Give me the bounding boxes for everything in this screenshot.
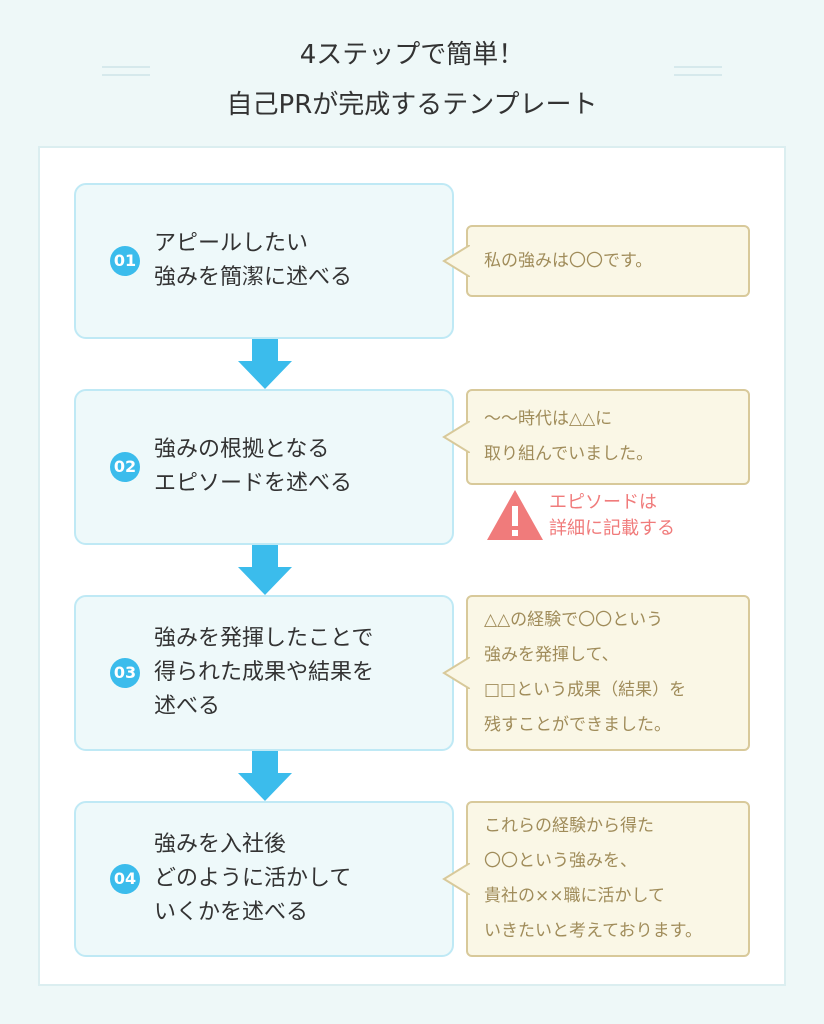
exclamation-triangle-icon (487, 490, 543, 540)
step-4-box: 04 強みを入社後 どのように活かして いくかを述べる (74, 801, 454, 957)
step-2-box: 02 強みの根拠となる エピソードを述べる (74, 389, 454, 545)
step-3-box: 03 強みを発揮したことで 得られた成果や結果を 述べる (74, 595, 454, 751)
step-number-badge: 04 (110, 864, 140, 894)
speech-tail (442, 421, 470, 453)
warning-text: エピソードは 詳細に記載する (549, 492, 675, 539)
example-bubble-3: △△の経験で〇〇という 強みを発揮して、 □□という成果（結果）を 残すことがで… (442, 595, 750, 751)
example-text: 私の強みは〇〇です。 (484, 250, 653, 271)
example-bubble-4: これらの経験から得た 〇〇という強みを、 貴社の××職に活かして いきたいと考え… (442, 801, 750, 957)
step-number-badge: 03 (110, 658, 140, 688)
step-text: 強みを入社後 どのように活かして いくかを述べる (154, 832, 352, 925)
page-title: 4ステップで簡単！ 自己PRが完成するテンプレート (0, 30, 824, 130)
speech-tail (442, 863, 470, 895)
step-text: 強みを発揮したことで 得られた成果や結果を 述べる (154, 626, 375, 719)
step-text: 強みの根拠となる エピソードを述べる (154, 437, 353, 496)
arrow-down-icon (238, 751, 292, 801)
arrow-down-icon (238, 545, 292, 595)
example-text: ～～時代は△△に 取り組んでいました。 (484, 409, 654, 464)
step-text: アピールしたい 強みを簡潔に述べる (154, 231, 353, 290)
example-text: △△の経験で〇〇という 強みを発揮して、 □□という成果（結果）を 残すことがで… (484, 610, 687, 735)
decorative-lines-right (674, 66, 722, 76)
title-line-2: 自己PRが完成するテンプレート (226, 90, 598, 120)
step-1-box: 01 アピールしたい 強みを簡潔に述べる (74, 183, 454, 339)
speech-tail (442, 657, 470, 689)
example-bubble-1: 私の強みは〇〇です。 (442, 225, 750, 297)
arrow-down-icon (238, 339, 292, 389)
speech-tail (442, 245, 470, 277)
step-number-badge: 01 (110, 246, 140, 276)
example-bubble-2: ～～時代は△△に 取り組んでいました。 (442, 389, 750, 485)
title-line-1: 4ステップで簡単！ (299, 40, 525, 70)
decorative-lines-left (102, 66, 150, 76)
step-number-badge: 02 (110, 452, 140, 482)
example-text: これらの経験から得た 〇〇という強みを、 貴社の××職に活かして いきたいと考え… (484, 816, 702, 941)
